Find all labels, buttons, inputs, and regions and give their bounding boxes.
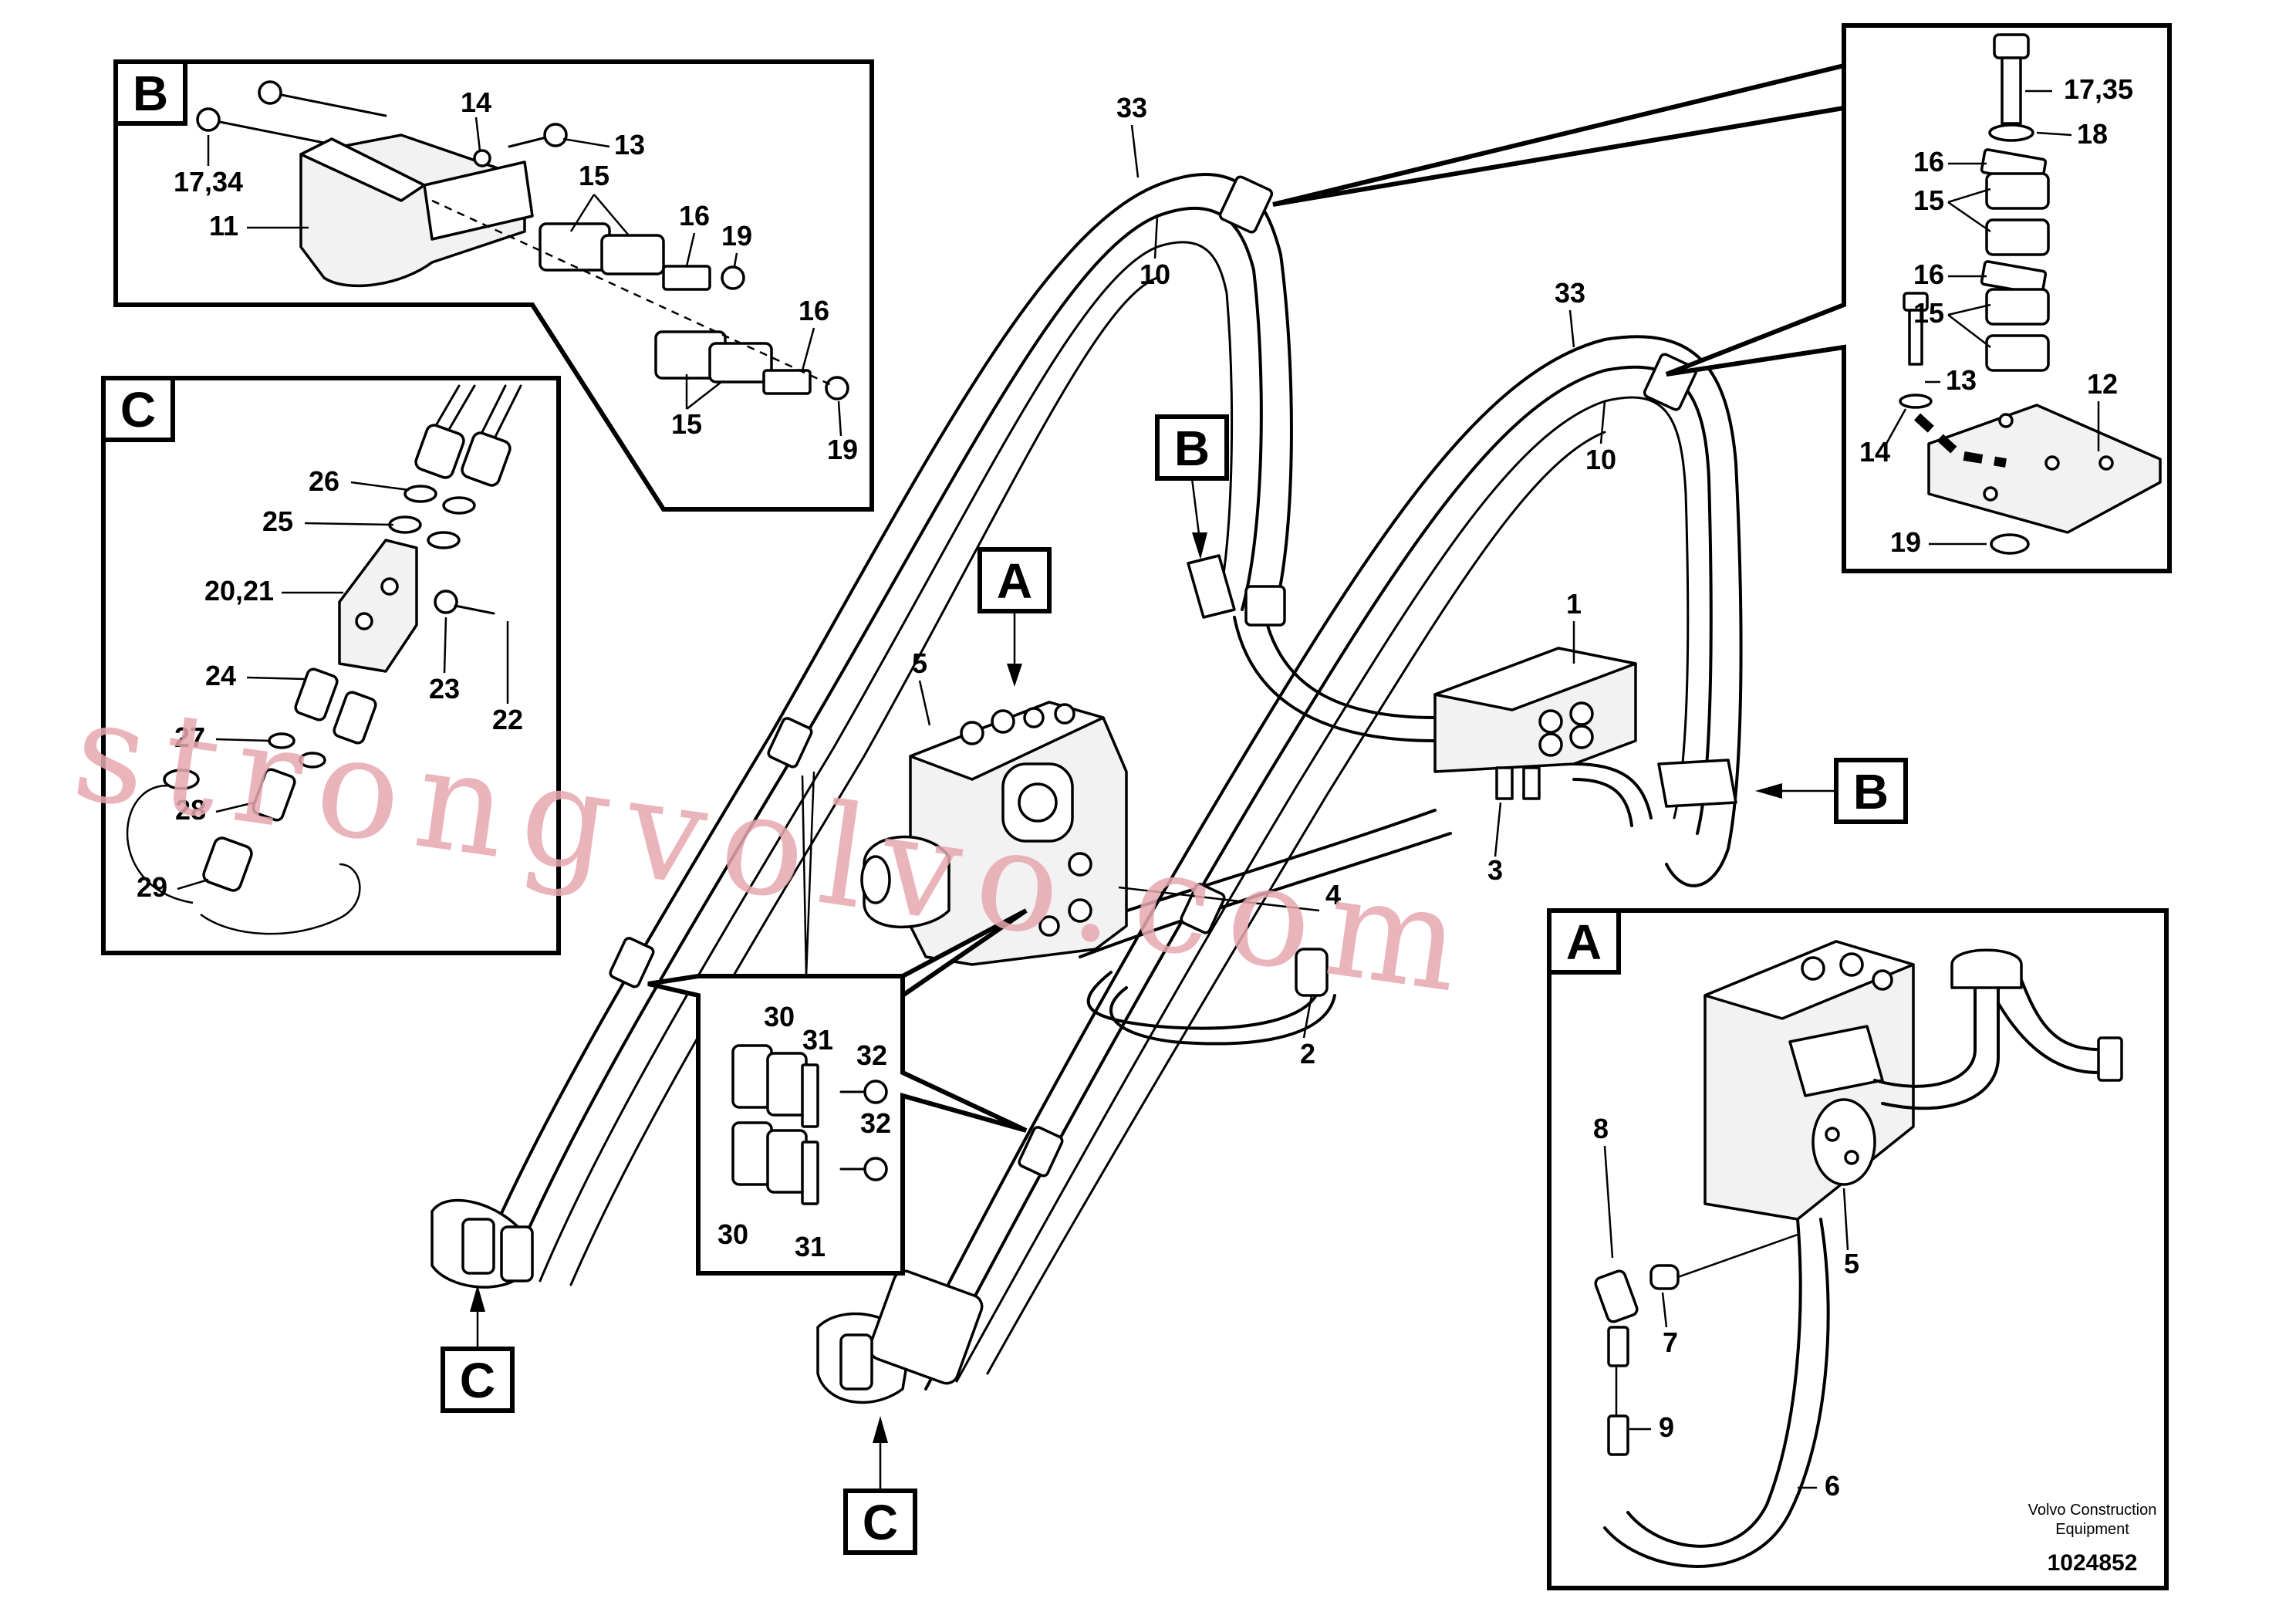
svg-text:2: 2	[1300, 1038, 1315, 1070]
svg-text:3: 3	[1487, 854, 1503, 886]
hose-assembly	[477, 172, 1743, 1391]
svg-text:16: 16	[799, 295, 829, 326]
svg-text:31: 31	[802, 1024, 833, 1056]
svg-text:7: 7	[1663, 1326, 1678, 1358]
svg-text:15: 15	[671, 408, 702, 440]
svg-text:B: B	[1853, 764, 1889, 819]
main-callouts: 1 5 3 4 2 33 10 33 10	[912, 92, 1616, 1070]
svg-text:16: 16	[679, 200, 710, 231]
svg-text:14: 14	[1859, 436, 1890, 468]
svg-text:18: 18	[2077, 118, 2108, 150]
svg-text:19: 19	[721, 220, 752, 252]
svg-text:13: 13	[1946, 364, 1977, 396]
svg-text:23: 23	[429, 673, 460, 705]
detail-b-top-right: 17,35 18 16 15 16 15 13 12 14 19	[1272, 23, 2172, 573]
svg-text:10: 10	[1140, 259, 1170, 290]
svg-text:30: 30	[764, 1001, 795, 1032]
svg-text:17,35: 17,35	[2064, 73, 2133, 105]
svg-text:6: 6	[1825, 1470, 1840, 1502]
svg-text:B: B	[133, 66, 168, 121]
marker-a-main: A	[977, 547, 1052, 687]
svg-text:25: 25	[262, 505, 293, 537]
svg-text:32: 32	[856, 1039, 887, 1071]
svg-text:26: 26	[309, 465, 339, 497]
svg-text:4: 4	[1325, 879, 1341, 911]
svg-text:17,34: 17,34	[174, 166, 243, 198]
svg-text:16: 16	[1913, 259, 1944, 290]
svg-text:33: 33	[1555, 277, 1585, 309]
detail-c-left: C 26 25 20,21 23 22	[101, 376, 561, 955]
svg-text:11: 11	[209, 210, 238, 242]
svg-text:22: 22	[492, 704, 523, 735]
svg-text:A: A	[1566, 914, 1602, 970]
svg-text:A: A	[997, 553, 1032, 609]
svg-text:19: 19	[1890, 526, 1921, 558]
svg-text:8: 8	[1593, 1113, 1609, 1144]
svg-text:27: 27	[174, 721, 205, 753]
detail-clamp-mid: 30 31 32 32 30 31	[647, 771, 1028, 1276]
svg-text:5: 5	[912, 647, 927, 679]
drawing-number: 1024852	[2048, 1550, 2138, 1576]
svg-text:20,21: 20,21	[204, 575, 274, 607]
detail-b-top-left: B 14 13 17,34 15 16 19 11	[113, 59, 874, 512]
svg-text:15: 15	[1913, 297, 1944, 329]
svg-text:C: C	[863, 1495, 898, 1550]
svg-text:14: 14	[461, 86, 491, 118]
svg-text:31: 31	[795, 1231, 826, 1262]
svg-text:C: C	[120, 382, 156, 438]
svg-text:30: 30	[718, 1218, 748, 1250]
svg-text:1: 1	[1566, 588, 1582, 620]
control-valve	[860, 701, 1128, 966]
svg-text:9: 9	[1659, 1411, 1674, 1443]
marker-b-right: B	[1755, 758, 1908, 824]
svg-text:28: 28	[175, 794, 206, 826]
marker-c-bottom-mid: C	[843, 1416, 917, 1555]
svg-text:24: 24	[205, 660, 236, 691]
marker-c-bottom-left: C	[441, 1285, 515, 1413]
svg-text:10: 10	[1585, 444, 1616, 475]
detail-a-bottom-right: A 8 7 5 9 6 V	[1547, 908, 2169, 1590]
svg-text:B: B	[1174, 421, 1210, 476]
svg-text:15: 15	[1913, 184, 1944, 216]
svg-text:15: 15	[579, 160, 609, 191]
brand-line-1: Volvo Construction	[2028, 1502, 2157, 1519]
svg-text:C: C	[460, 1353, 495, 1408]
svg-text:32: 32	[860, 1107, 891, 1139]
brand-line-2: Equipment	[2055, 1521, 2129, 1538]
svg-text:13: 13	[614, 129, 645, 161]
svg-text:33: 33	[1116, 92, 1147, 123]
quick-couplings	[430, 1198, 984, 1404]
svg-text:5: 5	[1844, 1248, 1859, 1279]
svg-text:16: 16	[1913, 146, 1944, 177]
svg-text:12: 12	[2087, 368, 2118, 400]
valve-block	[1433, 647, 1637, 800]
svg-text:29: 29	[137, 871, 167, 903]
marker-b-mid: B	[1155, 414, 1229, 559]
svg-text:19: 19	[827, 434, 858, 465]
